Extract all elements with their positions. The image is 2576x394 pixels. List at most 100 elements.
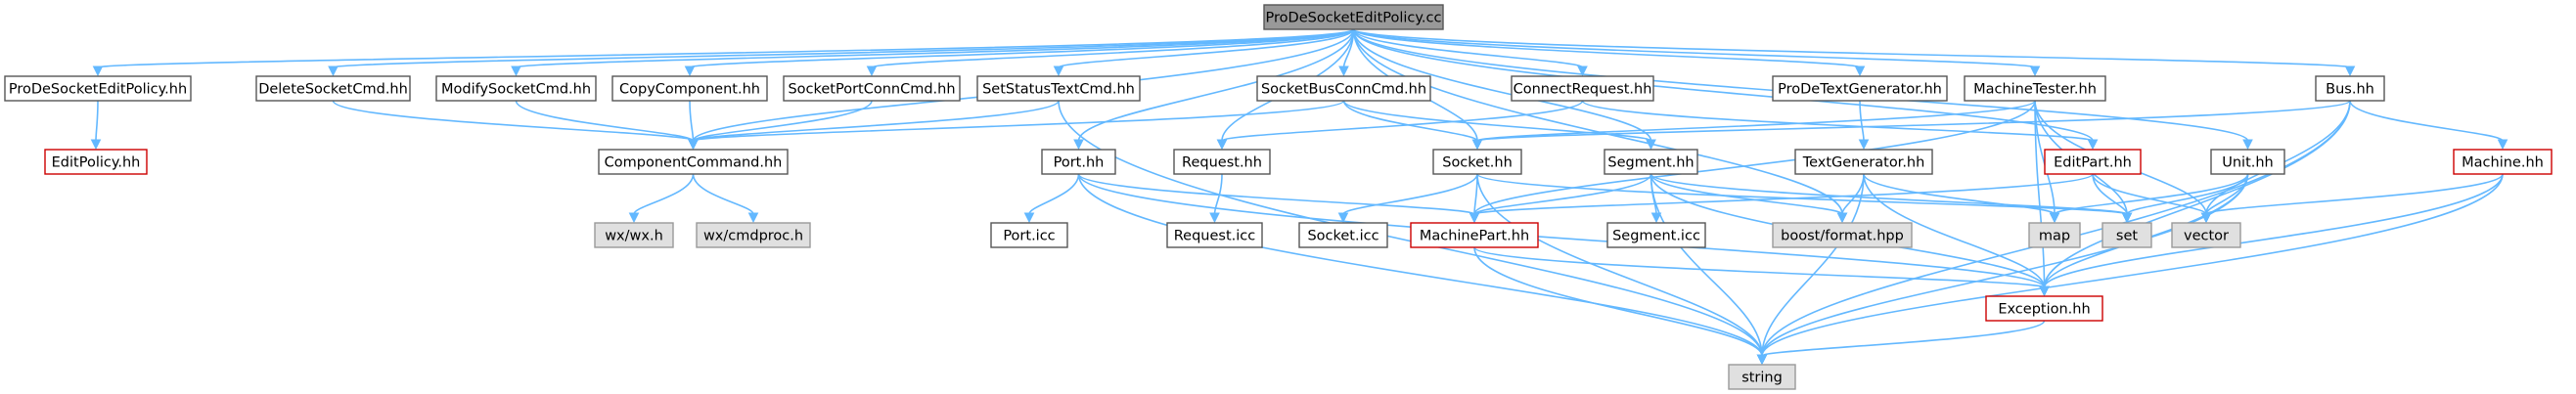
edge-textgenerator-to-map xyxy=(1863,173,2060,224)
node-box xyxy=(255,75,411,102)
node-box xyxy=(1166,222,1263,248)
node-wxwx[interactable]: wx/wx.h xyxy=(594,222,674,248)
node-label: vector xyxy=(2184,229,2229,244)
edge-editpart-to-machinepart xyxy=(1469,173,2094,224)
node-box xyxy=(696,222,811,248)
edge-request-to-requesticc xyxy=(1209,173,1223,224)
edge-bus-to-machine xyxy=(2349,100,2508,151)
node-componentcommand[interactable]: ComponentCommand.hh xyxy=(598,149,789,175)
node-label: ProDeSocketEditPolicy.cc xyxy=(1266,11,1442,26)
node-box xyxy=(1964,75,2106,102)
node-label: map xyxy=(2039,229,2070,244)
node-editpolicy[interactable]: EditPolicy.hh xyxy=(44,149,148,175)
node-request[interactable]: Request.hh xyxy=(1173,149,1271,175)
node-box xyxy=(598,149,789,175)
node-machinetester[interactable]: MachineTester.hh xyxy=(1964,75,2106,102)
node-requesticc[interactable]: Request.icc xyxy=(1166,222,1263,248)
node-box xyxy=(2044,149,2142,175)
edge-socketbusconn-to-componentcommand xyxy=(688,100,1345,151)
node-label: Bus.hh xyxy=(2326,82,2374,98)
node-set[interactable]: set xyxy=(2101,222,2152,248)
edge-machinepart-to-exception xyxy=(1473,246,2050,297)
edge-unit-to-set xyxy=(2121,173,2249,224)
edge-componentcommand-to-wxcmdproc xyxy=(692,173,759,224)
nodes-layer: ProDeSocketEditPolicy.ccProDeSocketEditP… xyxy=(4,4,2553,390)
edge-pdsep_hh-to-editpolicy xyxy=(90,100,102,151)
node-label: SetStatusTextCmd.hh xyxy=(982,82,1135,98)
node-socketbusconn[interactable]: SocketBusConnCmd.hh xyxy=(1256,75,1431,102)
node-label: ComponentCommand.hh xyxy=(605,155,783,171)
node-label: Socket.hh xyxy=(1442,155,1513,171)
node-modifysocket[interactable]: ModifySocketCmd.hh xyxy=(435,75,597,102)
node-box xyxy=(2101,222,2152,248)
node-string[interactable]: string xyxy=(1728,364,1796,390)
node-box xyxy=(976,75,1141,102)
node-box xyxy=(435,75,597,102)
node-label: wx/wx.h xyxy=(605,229,663,244)
edge-socket-to-socketicc xyxy=(1337,173,1478,224)
node-label: ProDeTextGenerator.hh xyxy=(1778,82,1942,98)
node-label: Segment.hh xyxy=(1607,155,1694,171)
node-boostformat[interactable]: boost/format.hpp xyxy=(1772,222,1913,248)
node-box xyxy=(1728,364,1796,390)
node-socket[interactable]: Socket.hh xyxy=(1432,149,1522,175)
node-segment[interactable]: Segment.hh xyxy=(1604,149,1698,175)
node-box xyxy=(2453,149,2553,175)
node-label: Port.hh xyxy=(1054,155,1105,171)
node-segmenticc[interactable]: Segment.icc xyxy=(1606,222,1706,248)
node-setstatustext[interactable]: SetStatusTextCmd.hh xyxy=(976,75,1141,102)
node-box xyxy=(1263,4,1444,30)
node-socketicc[interactable]: Socket.icc xyxy=(1298,222,1388,248)
node-box xyxy=(1604,149,1698,175)
edge-root-to-setstatustext xyxy=(1053,28,1355,77)
node-root[interactable]: ProDeSocketEditPolicy.cc xyxy=(1263,4,1444,30)
node-exception[interactable]: Exception.hh xyxy=(1985,295,2103,322)
node-bus[interactable]: Bus.hh xyxy=(2315,75,2385,102)
node-map[interactable]: map xyxy=(2028,222,2081,248)
node-prodetextgen[interactable]: ProDeTextGenerator.hh xyxy=(1772,75,1948,102)
node-machinepart[interactable]: MachinePart.hh xyxy=(1410,222,1539,248)
edge-modifysocket-to-componentcommand xyxy=(515,100,699,151)
node-pdsep_hh[interactable]: ProDeSocketEditPolicy.hh xyxy=(4,75,192,102)
node-label: EditPart.hh xyxy=(2054,155,2132,171)
node-box xyxy=(1606,222,1706,248)
node-box xyxy=(1256,75,1431,102)
node-box xyxy=(2171,222,2241,248)
node-label: set xyxy=(2116,229,2138,244)
node-label: MachinePart.hh xyxy=(1420,229,1529,244)
node-label: wx/cmdproc.h xyxy=(703,229,803,244)
node-label: Exception.hh xyxy=(1998,302,2090,318)
edge-root-to-socketportconn xyxy=(866,28,1355,77)
node-socketportconn[interactable]: SocketPortConnCmd.hh xyxy=(783,75,961,102)
node-label: Port.icc xyxy=(1003,229,1055,244)
node-machine[interactable]: Machine.hh xyxy=(2453,149,2553,175)
edge-root-to-copycomponent xyxy=(684,28,1355,77)
node-box xyxy=(1772,222,1913,248)
node-copycomponent[interactable]: CopyComponent.hh xyxy=(611,75,768,102)
node-deletesocket[interactable]: DeleteSocketCmd.hh xyxy=(255,75,411,102)
edge-machine-to-string xyxy=(1756,173,2504,366)
edge-port-to-porticc xyxy=(1023,173,1080,224)
edge-root-to-prodetextgen xyxy=(1352,28,1866,77)
node-label: SocketBusConnCmd.hh xyxy=(1261,82,1426,98)
node-label: DeleteSocketCmd.hh xyxy=(258,82,408,98)
node-textgenerator[interactable]: TextGenerator.hh xyxy=(1794,149,1933,175)
node-label: Unit.hh xyxy=(2222,155,2274,171)
node-wxcmdproc[interactable]: wx/cmdproc.h xyxy=(696,222,811,248)
node-label: ConnectRequest.hh xyxy=(1514,82,1652,98)
edge-segment-to-set xyxy=(1650,173,2133,224)
node-connectrequest[interactable]: ConnectRequest.hh xyxy=(1511,75,1654,102)
node-unit[interactable]: Unit.hh xyxy=(2210,149,2285,175)
edge-root-to-connectrequest xyxy=(1352,28,1588,77)
edge-socketbusconn-to-segment xyxy=(1342,100,1656,151)
node-porticc[interactable]: Port.icc xyxy=(990,222,1068,248)
node-box xyxy=(2210,149,2285,175)
node-box xyxy=(44,149,148,175)
node-box xyxy=(2028,222,2081,248)
node-port[interactable]: Port.hh xyxy=(1041,149,1116,175)
node-label: SocketPortConnCmd.hh xyxy=(788,82,955,98)
edge-socketportconn-to-componentcommand xyxy=(688,100,873,151)
node-vector[interactable]: vector xyxy=(2171,222,2241,248)
node-editpart[interactable]: EditPart.hh xyxy=(2044,149,2142,175)
